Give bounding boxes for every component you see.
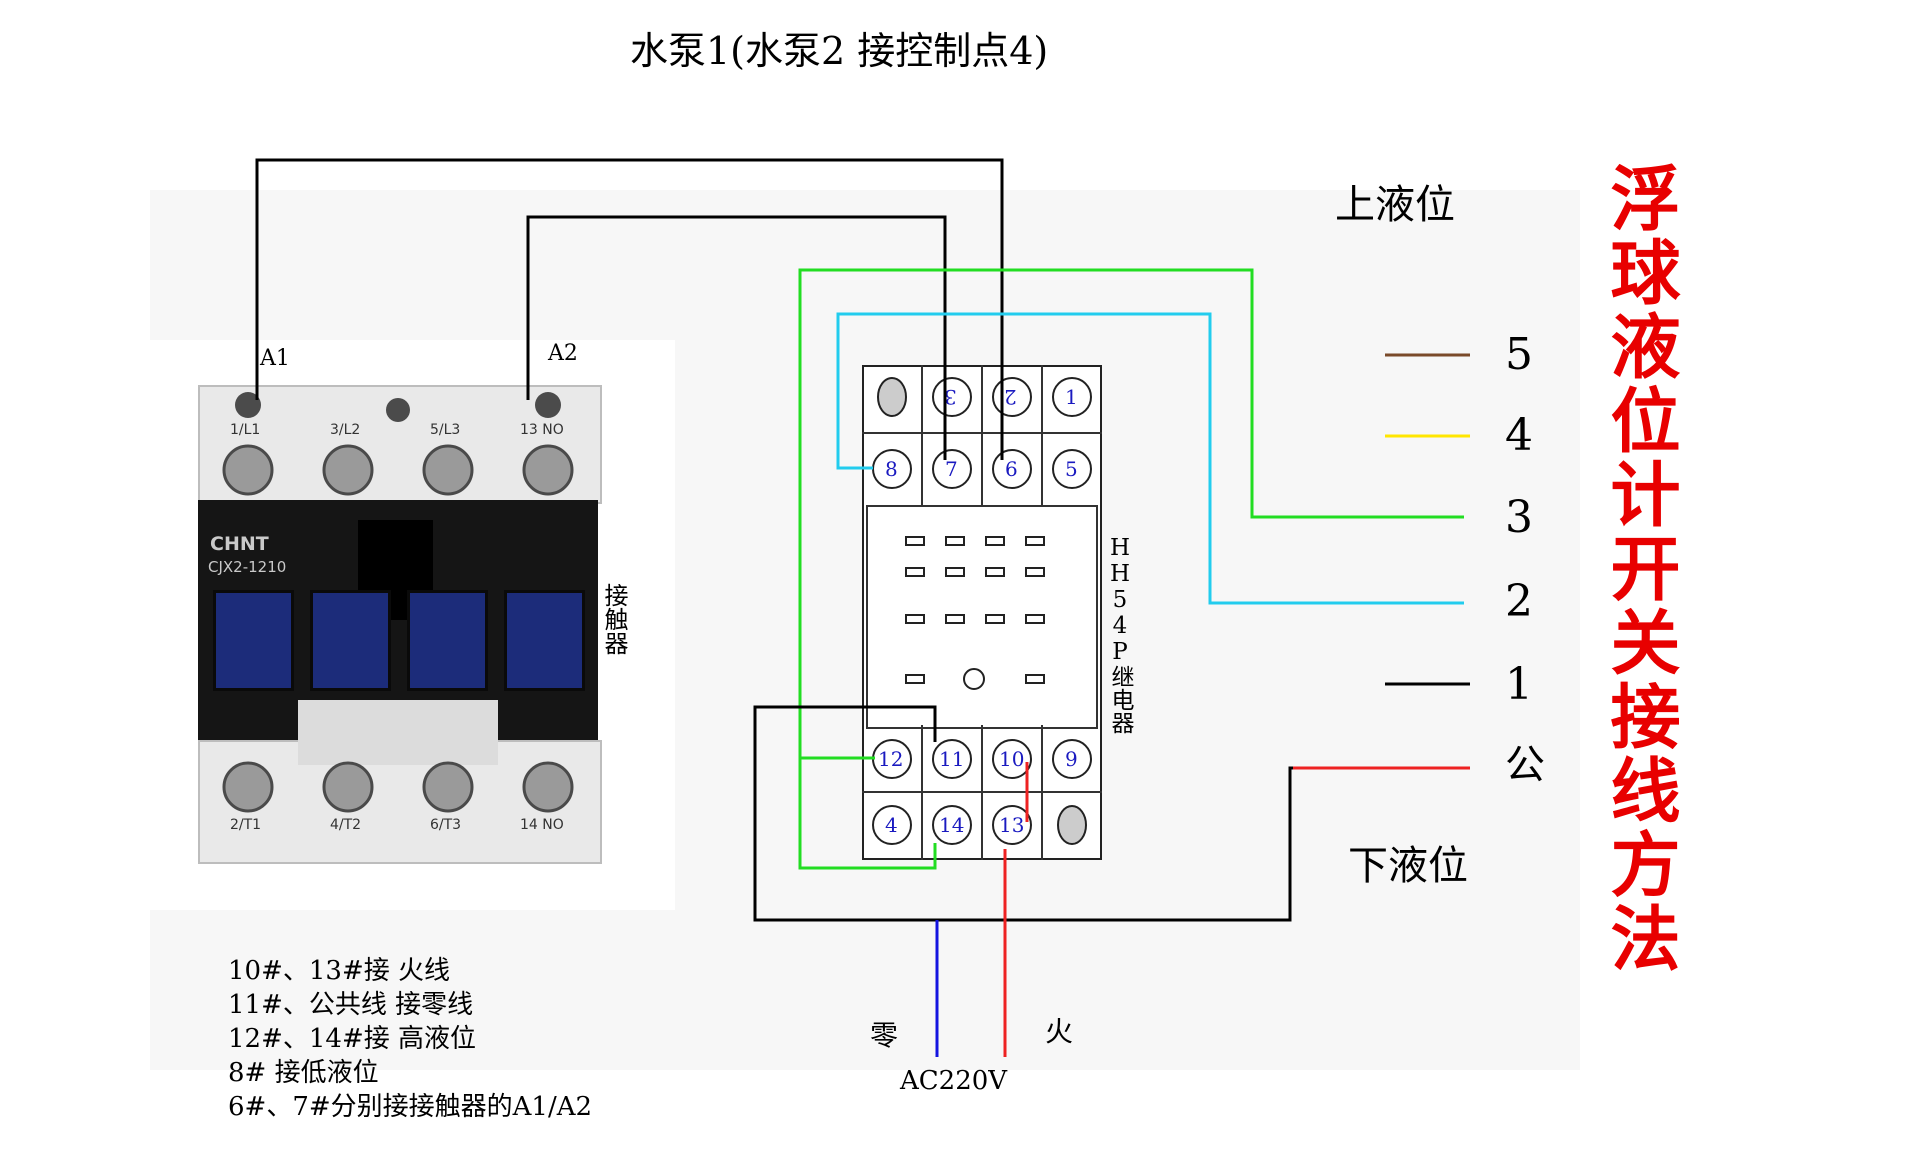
terminal-label-2-t1: 2/T1 [230, 817, 262, 833]
wire-cyan-lower [836, 312, 1464, 605]
relay-pin-5: 5 [1065, 457, 1078, 481]
relay-face [866, 505, 1098, 729]
live-label: 火 [1045, 1015, 1074, 1048]
supply-label: AC220V [900, 1066, 1008, 1096]
terminal-label-3-l2: 3/L2 [330, 422, 361, 438]
contactor-front-plate [298, 700, 498, 765]
wire-number-5: 5 [1505, 329, 1533, 380]
relay-pin-1: 1 [1065, 385, 1078, 409]
wire-green-upper [798, 268, 1464, 870]
note-line: 11#、公共线 接零线 [228, 990, 474, 1020]
contactor-screws [222, 392, 574, 813]
relay-pin-8: 8 [885, 457, 898, 481]
contact-window-1 [213, 590, 294, 691]
note-line: 12#、14#接 高液位 [228, 1024, 477, 1054]
wire-relay6-to-a1 [255, 158, 1004, 460]
note-line: 6#、7#分别接接触器的A1/A2 [228, 1092, 593, 1122]
relay-pin-11: 11 [939, 747, 965, 771]
relay: 3 2 1 8 7 6 5 12 11 10 9 4 14 13 [862, 365, 1102, 860]
relay-pin-6: 6 [1005, 457, 1018, 481]
relay-pin-14: 14 [939, 813, 965, 837]
wire-number-4: 4 [1505, 410, 1533, 461]
diagram-title: 水泵1(水泵2 接控制点4) [630, 29, 1049, 73]
relay-pin-13: 13 [999, 813, 1025, 837]
wire-common-black [753, 705, 1464, 922]
wire-relay7-to-a2 [526, 215, 947, 460]
relay-pin-12: 12 [878, 747, 904, 771]
terminal-label-4-t2: 4/T2 [330, 817, 362, 833]
relay-pin-4: 4 [885, 813, 898, 837]
terminal-label-1-l1: 1/L1 [230, 422, 261, 438]
coil-label-a1: A1 [260, 346, 290, 371]
terminal-label-5-l3: 5/L3 [430, 422, 461, 438]
contact-window-4 [504, 590, 585, 691]
terminal-label-6-t3: 6/T3 [430, 817, 462, 833]
contactor: CHNT CJX2-1210 1/L1 3/L2 5/L3 13 NO 2/T1… [198, 375, 602, 870]
relay-label: HH54P继电器 [1107, 535, 1133, 734]
wire-number-2: 2 [1505, 576, 1533, 627]
note-line: 10#、13#接 火线 [228, 956, 451, 986]
upper-level-label: 上液位 [1335, 182, 1455, 228]
neutral-label: 零 [870, 1019, 899, 1052]
contactor-label: 接触器 [600, 583, 628, 655]
relay-pin-9: 9 [1065, 747, 1078, 771]
wire-number-1: 1 [1505, 659, 1533, 710]
relay-pin-7: 7 [945, 457, 958, 481]
relay-face-marks [862, 365, 1102, 860]
side-title: 浮球液位计开关接线方法 [1599, 162, 1682, 976]
terminal-label-13-no: 13 NO [520, 422, 564, 438]
contact-window-3 [407, 590, 488, 691]
wire-number-3: 3 [1505, 492, 1533, 543]
contactor-brand: CHNT [210, 533, 269, 555]
notes: 10#、13#接 火线 11#、公共线 接零线 12#、14#接 高液位 8# … [228, 958, 592, 1120]
relay-pin-10: 10 [999, 747, 1025, 771]
contact-window-2 [310, 590, 391, 691]
wire-number-common: 公 [1505, 742, 1545, 788]
note-line: 8# 接低液位 [228, 1058, 379, 1088]
terminal-label-14-no: 14 NO [520, 817, 564, 833]
lower-level-label: 下液位 [1348, 843, 1468, 889]
contactor-model: CJX2-1210 [208, 558, 287, 576]
coil-label-a2: A2 [548, 341, 578, 366]
